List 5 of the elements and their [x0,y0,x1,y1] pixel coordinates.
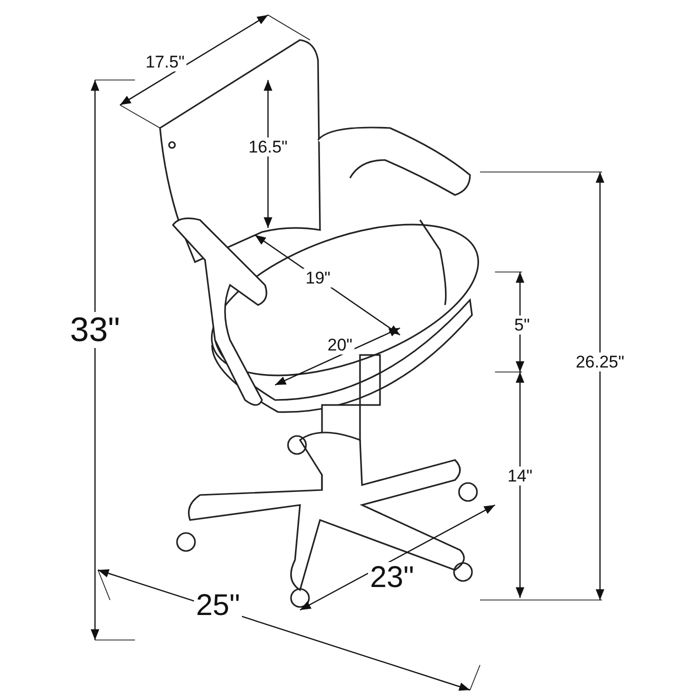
dimension-label: 14" [506,466,534,486]
dimension-label: 20" [326,336,354,354]
dimension-label: 5" [512,316,532,334]
dimension-label: 26.25" [574,352,626,372]
dimension-label: 19" [304,268,332,288]
